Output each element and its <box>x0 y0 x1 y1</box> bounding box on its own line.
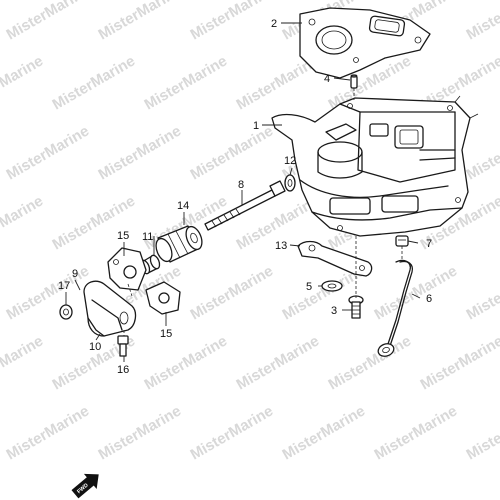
watermark-text: MisterMarine <box>4 402 93 463</box>
watermark-text: MisterMarine <box>50 192 139 253</box>
part-bolt-16 <box>117 335 129 357</box>
part-rubber-mount <box>155 225 203 263</box>
part-plate-15-upper <box>107 247 147 291</box>
watermark-text: MisterMarine <box>280 402 369 463</box>
part-bolt-8 <box>204 180 286 231</box>
watermark-text: MisterMarine <box>372 402 461 463</box>
part-bolt-3 <box>348 295 364 319</box>
part-rod-6 <box>377 259 414 357</box>
watermark-text: MisterMarine <box>188 402 277 463</box>
fwd-arrow-icon: FWD <box>71 473 99 499</box>
leader-lines <box>65 22 421 362</box>
watermark-text: MisterMarine <box>418 332 500 393</box>
callout-12: 12 <box>284 155 296 167</box>
watermark-text: MisterMarine <box>188 262 277 323</box>
watermark-text: MisterMarine <box>372 262 461 323</box>
callout-17: 17 <box>58 280 70 292</box>
watermark-text: MisterMarine <box>326 332 415 393</box>
watermark-text: MisterMarine <box>4 122 93 183</box>
alignment-lines <box>123 88 403 336</box>
part-dowel-pin <box>350 74 358 89</box>
watermark-text: MisterMarine <box>96 402 185 463</box>
watermark-text: MisterMarine <box>0 52 46 113</box>
callout-3: 3 <box>331 305 337 317</box>
watermark-text: MisterMarine <box>142 332 231 393</box>
part-gasket <box>299 7 431 79</box>
callout-11: 11 <box>142 231 153 243</box>
part-washer-5 <box>321 280 343 292</box>
watermark-text: MisterMarine <box>96 0 185 43</box>
part-washer-12 <box>284 174 296 192</box>
watermark-text: MisterMarine <box>188 0 277 43</box>
part-lever-13 <box>297 240 373 277</box>
callout-15-lower: 15 <box>160 328 172 340</box>
watermark-text: MisterMarine <box>4 0 93 43</box>
watermark-text: MisterMarine <box>4 262 93 323</box>
part-spacer-17 <box>59 304 73 320</box>
watermark-text: MisterMarine <box>464 262 500 323</box>
watermark-text: MisterMarine <box>464 402 500 463</box>
callout-16: 16 <box>117 364 129 376</box>
watermark-text: MisterMarine <box>234 332 323 393</box>
watermark-text: MisterMarine <box>96 122 185 183</box>
callout-8: 8 <box>238 179 244 191</box>
watermark-text: MisterMarine <box>188 122 277 183</box>
callout-6: 6 <box>426 293 432 305</box>
watermark-text: MisterMarine <box>0 192 46 253</box>
part-bracket-10 <box>83 280 137 337</box>
callout-15-upper: 15 <box>117 230 129 242</box>
callout-10: 10 <box>89 341 101 353</box>
callout-13: 13 <box>275 240 287 252</box>
callout-7: 7 <box>426 238 432 250</box>
callout-labels: 1 2 3 4 5 6 7 8 9 10 11 12 13 14 15 15 1… <box>58 18 432 376</box>
watermark-text: MisterMarine <box>464 122 500 183</box>
callout-14: 14 <box>177 200 189 212</box>
watermark-text: MisterMarine <box>50 52 139 113</box>
part-clip-7 <box>395 235 409 247</box>
callout-5: 5 <box>306 281 312 293</box>
callout-1: 1 <box>253 120 259 132</box>
watermark-text: MisterMarine <box>142 52 231 113</box>
callout-2: 2 <box>271 18 277 30</box>
part-housing <box>271 95 479 237</box>
watermark-text: MisterMarine <box>464 0 500 43</box>
watermark-text: MisterMarine <box>0 332 46 393</box>
callout-9: 9 <box>72 268 78 280</box>
callout-4: 4 <box>324 73 330 85</box>
part-plate-15-lower <box>145 281 181 315</box>
